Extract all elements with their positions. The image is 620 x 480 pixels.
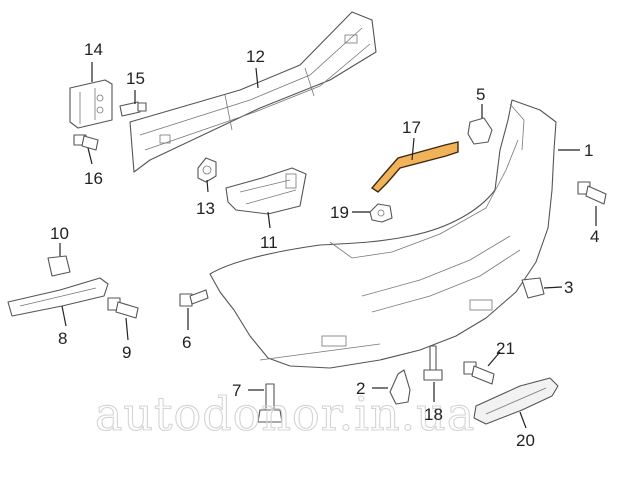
callout-7: 7	[232, 381, 241, 400]
reinforcement-beam	[129, 11, 377, 173]
bolt-16	[73, 134, 99, 151]
bolt-4	[577, 181, 607, 205]
callout-17: 17	[402, 118, 421, 137]
stud-18	[423, 345, 443, 381]
callout-12: 12	[246, 47, 265, 66]
bumper-cover	[209, 99, 557, 369]
leader-lines	[59, 62, 597, 429]
clip-2	[389, 369, 411, 405]
side-bracket-11	[225, 167, 307, 215]
bolt-6	[179, 289, 209, 307]
callout-6: 6	[182, 333, 191, 352]
callout-labels: 14 15 16 13 12 11 17 19 5 1 4 3 10 8 9 6…	[50, 40, 599, 450]
callout-18: 18	[424, 405, 443, 424]
bolt-9	[107, 297, 139, 319]
callout-20: 20	[516, 431, 535, 450]
callout-3: 3	[564, 278, 573, 297]
clip-3	[521, 277, 545, 299]
reflector-20	[473, 377, 559, 425]
callout-15: 15	[126, 69, 145, 88]
watermark-text: autodonor.in.ua	[95, 387, 475, 441]
clip-10	[47, 255, 71, 277]
callout-4: 4	[590, 227, 599, 246]
callout-13: 13	[196, 199, 215, 218]
callout-10: 10	[50, 224, 69, 243]
nut-13	[197, 157, 217, 183]
callout-5: 5	[476, 85, 485, 104]
callout-11: 11	[260, 233, 278, 252]
nut-19	[369, 203, 393, 223]
callout-2: 2	[356, 379, 365, 398]
rear-bracket	[69, 79, 113, 129]
callout-14: 14	[84, 40, 103, 59]
bolt-21	[463, 361, 495, 385]
bolt-15	[119, 101, 147, 117]
callout-19: 19	[330, 203, 349, 222]
clip-5	[467, 117, 493, 145]
callout-21: 21	[496, 339, 515, 358]
callout-9: 9	[122, 343, 131, 362]
stud-7	[257, 383, 283, 423]
callout-16: 16	[84, 169, 103, 188]
highlighted-bracket-17	[370, 141, 459, 193]
callout-8: 8	[58, 329, 67, 348]
callout-1: 1	[584, 141, 593, 160]
side-bracket-8	[7, 277, 109, 317]
